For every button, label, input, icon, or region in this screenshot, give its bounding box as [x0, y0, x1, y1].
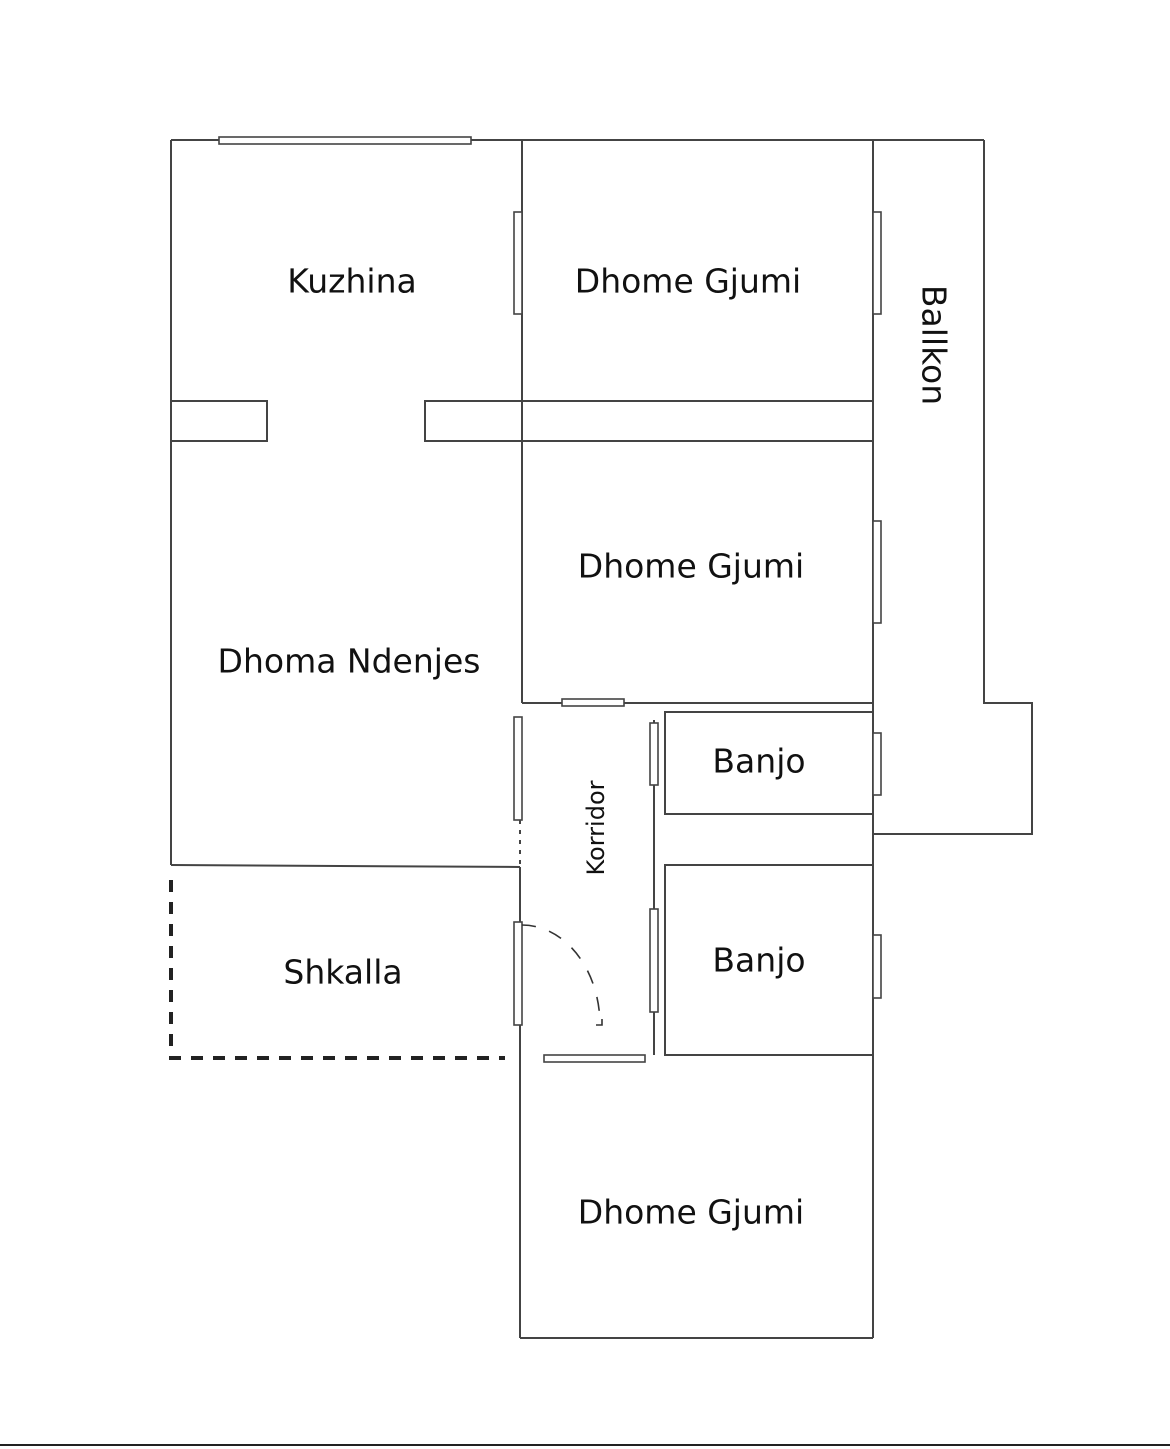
- window: [513, 211, 523, 315]
- room-label-bathroom-1: Banjo: [712, 742, 805, 781]
- beam-left: [170, 400, 268, 442]
- windows: [218, 136, 882, 1063]
- room-label-stairs: Shkalla: [283, 953, 402, 992]
- stairs-outline: [169, 880, 505, 1060]
- door-panel: [513, 921, 523, 1026]
- window: [543, 1054, 646, 1063]
- window: [561, 698, 625, 707]
- room-label-bathroom-2: Banjo: [712, 941, 805, 980]
- room-label-living-room: Dhoma Ndenjes: [218, 642, 481, 681]
- room-label-bedroom-3: Dhome Gjumi: [578, 1193, 804, 1232]
- window: [872, 732, 882, 796]
- room-label-bedroom-1: Dhome Gjumi: [575, 262, 801, 301]
- window: [872, 520, 882, 624]
- room-label-balcony: Ballkon: [915, 285, 954, 405]
- window: [649, 722, 659, 786]
- window: [872, 934, 882, 999]
- room-label-kitchen: Kuzhina: [287, 262, 416, 301]
- window-kitchen: [218, 136, 472, 145]
- window: [513, 716, 523, 821]
- beam-right: [424, 400, 874, 442]
- window: [872, 211, 882, 315]
- room-label-bedroom-2: Dhome Gjumi: [578, 547, 804, 586]
- door-swing-arc: [521, 924, 601, 1026]
- room-label-corridor: Korridor: [582, 780, 610, 875]
- window: [649, 908, 659, 1013]
- entrance-door: [513, 921, 603, 1026]
- balcony-outline: [873, 140, 1033, 835]
- room-labels: Kuzhina Dhome Gjumi Dhome Gjumi Dhoma Nd…: [218, 262, 954, 1232]
